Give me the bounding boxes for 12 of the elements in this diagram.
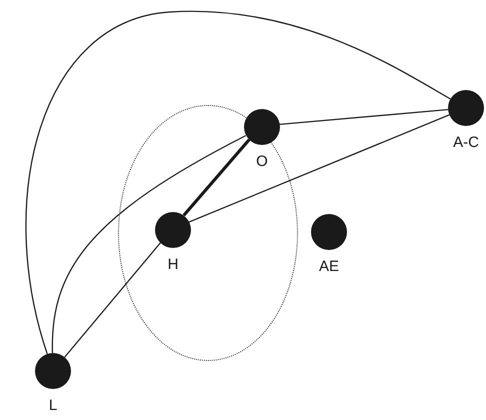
node-label: A-C <box>453 135 479 150</box>
connector-line <box>26 10 451 354</box>
connector-line <box>52 135 246 354</box>
node-label: H <box>168 257 178 272</box>
node-label: O <box>256 154 268 169</box>
connector-line <box>64 242 161 358</box>
connector-line <box>278 108 448 126</box>
dotted-ellipse <box>118 105 298 361</box>
node-label: L <box>48 398 58 413</box>
connector-line <box>182 138 250 216</box>
node-label: AE <box>318 259 339 274</box>
connector-line <box>188 114 450 223</box>
